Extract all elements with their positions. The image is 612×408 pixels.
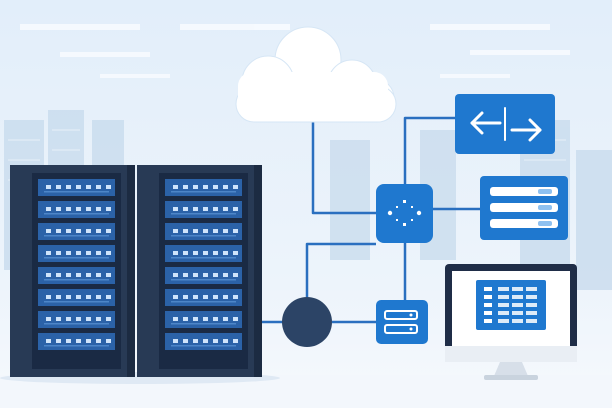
dashboard-cell xyxy=(526,295,537,299)
rack-slot xyxy=(165,289,242,306)
rack-slot xyxy=(38,201,115,218)
rack-slot xyxy=(38,245,115,262)
rack-slot xyxy=(165,267,242,284)
line-cloud-to-switch xyxy=(311,120,376,215)
dashboard-cell xyxy=(498,303,509,307)
ceiling-lights xyxy=(20,24,570,78)
dashboard-cell xyxy=(512,319,523,323)
dashboard-cell xyxy=(512,311,523,315)
bidirectional-arrows-icon xyxy=(455,94,555,154)
dashboard-cell xyxy=(484,319,492,323)
dashboard-cell xyxy=(498,319,509,323)
monitor-dashboard-grid xyxy=(484,287,537,323)
dashboard-cell xyxy=(484,311,492,315)
dashboard-cell xyxy=(498,295,509,299)
server-rack-left xyxy=(10,165,135,377)
server-stack-icon xyxy=(480,176,568,240)
dashboard-cell xyxy=(498,311,509,315)
dashboard-cell xyxy=(526,311,537,315)
server-rack-right xyxy=(137,165,262,377)
rack-slot xyxy=(38,333,115,350)
dashboard-cell xyxy=(484,303,492,307)
line-switch-to-arrows xyxy=(403,116,455,184)
rack-slot xyxy=(38,289,115,306)
cloud-base-fill xyxy=(238,72,388,120)
rack-slot xyxy=(165,201,242,218)
monitor-dashboard-icon xyxy=(445,264,577,380)
rack-slot xyxy=(165,179,242,196)
network-hub-icon xyxy=(282,297,332,347)
dashboard-cell xyxy=(512,287,523,291)
dashboard-cell xyxy=(526,303,537,307)
rack-slot xyxy=(165,311,242,328)
dashboard-cell xyxy=(526,319,537,323)
rack-slot xyxy=(38,223,115,240)
rack-slot xyxy=(38,179,115,196)
rack-slot xyxy=(165,245,242,262)
dashboard-cell xyxy=(512,295,523,299)
storage-drive-icon xyxy=(376,300,428,344)
dashboard-cell xyxy=(484,287,492,291)
dashboard-cell xyxy=(526,287,537,291)
dashboard-cell xyxy=(484,295,492,299)
server-racks xyxy=(10,165,262,377)
rack-slot xyxy=(38,267,115,284)
network-switch-icon xyxy=(376,184,433,243)
dashboard-cell xyxy=(498,287,509,291)
dashboard-cell xyxy=(512,303,523,307)
line-switch-to-hub xyxy=(305,242,376,297)
rack-slot xyxy=(165,223,242,240)
rack-slot xyxy=(165,333,242,350)
rack-slot xyxy=(38,311,115,328)
connection-lines xyxy=(262,116,480,324)
